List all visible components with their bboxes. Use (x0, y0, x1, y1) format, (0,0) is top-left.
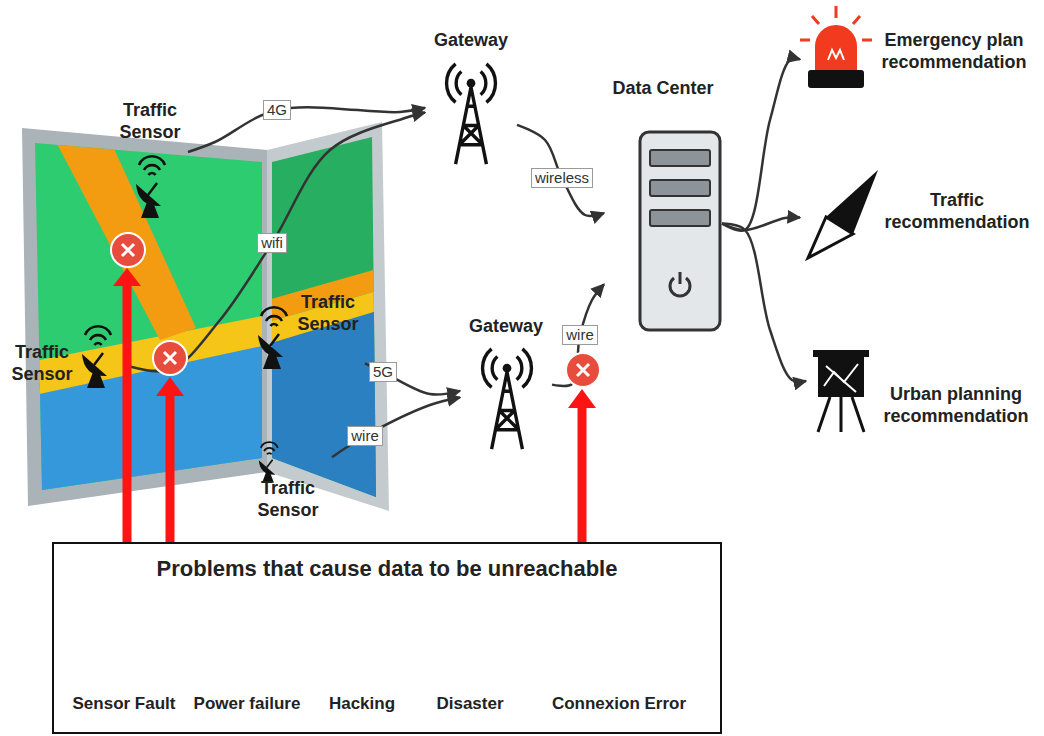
red-arrow (113, 268, 596, 543)
folded-map (22, 122, 389, 511)
problem-label: Hacking (325, 694, 399, 714)
node-label: Traffic Sensor (250, 478, 326, 521)
fault-cross-part (111, 233, 145, 267)
sensor-icons (82, 156, 287, 482)
problem-label: Sensor Fault (69, 694, 180, 714)
problem-label: Power failure (190, 694, 305, 714)
connector (124, 113, 425, 372)
server-icon-part (679, 272, 682, 284)
problem-item: Hacking (325, 590, 399, 724)
connection-label: wire (562, 325, 598, 345)
connection-label: 4G (263, 100, 291, 120)
red-arrow-part (113, 268, 141, 286)
sensor-icons-part (258, 307, 287, 369)
red-arrow-part (156, 377, 184, 396)
fault-cross-part (577, 364, 589, 376)
red-arrow-part (578, 404, 587, 543)
server-icon-part (650, 150, 710, 166)
sensor-node: Traffic Sensor (6, 318, 124, 398)
node-label: Traffic Sensor (112, 100, 188, 143)
connector (517, 125, 604, 216)
siren-icon-part (828, 50, 844, 60)
problem-label: Connexion Error (548, 694, 690, 714)
connector (332, 398, 460, 458)
problems-box: Problems that cause data to be unreachab… (52, 542, 722, 734)
folded-map-part (30, 130, 270, 500)
sensor-node: Traffic Sensor (250, 290, 365, 382)
box-title: Problems that cause data to be unreachab… (54, 556, 720, 582)
connection-label: wire (347, 426, 383, 446)
red-arrow-part (568, 389, 596, 408)
sensor-icons-part (82, 326, 111, 388)
connection-label: wireless (531, 168, 593, 188)
presentation-board-icon-part (818, 357, 864, 397)
output-node: Urban planning recommendation (806, 342, 1038, 436)
node-label: Traffic recommendation (878, 190, 1036, 233)
server-icon-part (640, 132, 720, 330)
data-center-node: Data Center (604, 78, 722, 336)
node-label: Traffic Sensor (6, 342, 78, 385)
output-node: Traffic recommendation (800, 164, 1038, 264)
compass-icon (808, 170, 878, 258)
problem-item: Power failure (190, 590, 305, 724)
gateway-towers-part (483, 349, 532, 449)
gateway-towers-part (447, 64, 496, 164)
server-icon-part (650, 180, 710, 196)
problem-item: Disaster (432, 590, 507, 724)
folded-map-part (30, 130, 270, 500)
siren-icon (800, 6, 872, 88)
folded-map-part (268, 290, 380, 344)
problem-item: Sensor Fault (69, 590, 180, 724)
sensor-icons-part (136, 156, 165, 218)
node-label: Gateway (460, 316, 552, 338)
connector (722, 224, 806, 382)
siren-icon-part (808, 70, 864, 88)
fault-cross (111, 233, 600, 387)
presentation-board-icon (813, 350, 869, 432)
siren-icon-part (815, 25, 857, 70)
node-label: Data Center (604, 78, 722, 100)
server-icon-part (650, 210, 710, 226)
fault-cross-part (122, 244, 134, 256)
fault-cross-part (164, 352, 176, 364)
presentation-board-icon-part (824, 364, 858, 392)
gateway-node: Gateway (425, 30, 517, 170)
folded-map-part (267, 122, 389, 511)
connector (722, 59, 800, 231)
compass-icon-part (808, 217, 853, 258)
problem-item: Connexion Error (548, 590, 690, 724)
siren-icon-part (800, 6, 872, 40)
presentation-board-icon-part (813, 350, 869, 357)
sensor-icons-part (259, 442, 278, 483)
presentation-board-icon-part (818, 397, 864, 432)
fault-cross-part (153, 341, 187, 375)
output-node: Emergency plan recommendation (800, 8, 1036, 94)
connection-label: wifi (257, 233, 287, 253)
node-label: Traffic Sensor (292, 292, 364, 335)
problem-label: Disaster (432, 694, 507, 714)
red-arrow-part (166, 392, 175, 543)
fault-cross-part (566, 353, 600, 387)
node-label: Gateway (425, 30, 517, 52)
server-icon (640, 132, 720, 330)
connector (552, 284, 604, 386)
node-label: Emergency plan recommendation (874, 30, 1034, 73)
red-arrow-part (123, 282, 132, 543)
gateway-node: Gateway (460, 316, 552, 456)
connection-label: 5G (369, 362, 397, 382)
sensor-node: Traffic Sensor (242, 438, 332, 534)
sensor-node: Traffic Sensor (112, 100, 188, 232)
connector (188, 107, 425, 152)
node-label: Urban planning recommendation (876, 384, 1036, 427)
